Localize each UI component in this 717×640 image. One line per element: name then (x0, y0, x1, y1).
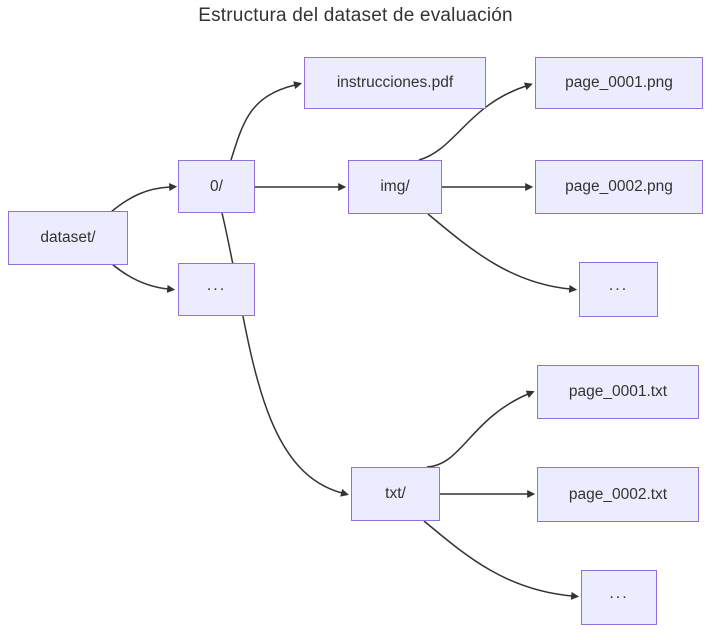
edge-zero-to-instrucciones (230, 81, 302, 161)
node-label: 0/ (210, 177, 223, 195)
edge-zero-to-txt (221, 212, 349, 497)
edge-txt-to-txt1 (426, 390, 535, 468)
node-label: page_0002.png (565, 178, 673, 195)
node-label: dataset/ (40, 229, 96, 246)
node-png1: page_0001.png (535, 57, 703, 109)
edge-txt-to-dots_txt (423, 520, 580, 600)
edge-dataset-to-zero (110, 183, 178, 213)
node-txt2: page_0002.txt (537, 467, 699, 522)
node-img: img/ (348, 160, 442, 214)
edge-dataset-to-dots_mid (111, 263, 176, 293)
node-label: page_0002.txt (568, 485, 668, 503)
node-label: img/ (380, 178, 410, 195)
node-dots_mid: ... (178, 263, 255, 316)
node-txt1: page_0001.txt (537, 365, 699, 419)
node-label: txt/ (385, 485, 406, 502)
node-dots_txt: ... (581, 570, 657, 625)
node-label: page_0001.png (565, 74, 673, 91)
node-label: page_0001.txt (568, 383, 668, 400)
node-instrucciones: instrucciones.pdf (304, 57, 486, 109)
node-label: ... (608, 276, 629, 294)
node-txt: txt/ (351, 467, 440, 521)
diagram-title: Estructura del dataset de evaluación (198, 5, 513, 26)
edge-img-to-dots_img (427, 213, 578, 293)
edge-img-to-png1 (418, 82, 533, 161)
node-label: ... (609, 584, 629, 602)
node-zero: 0/ (178, 160, 255, 213)
node-dataset: dataset/ (8, 211, 128, 265)
node-label: ... (206, 276, 227, 294)
node-label: instrucciones.pdf (336, 74, 454, 91)
node-dots_img: ... (579, 262, 658, 317)
node-png2: page_0002.png (535, 160, 703, 214)
